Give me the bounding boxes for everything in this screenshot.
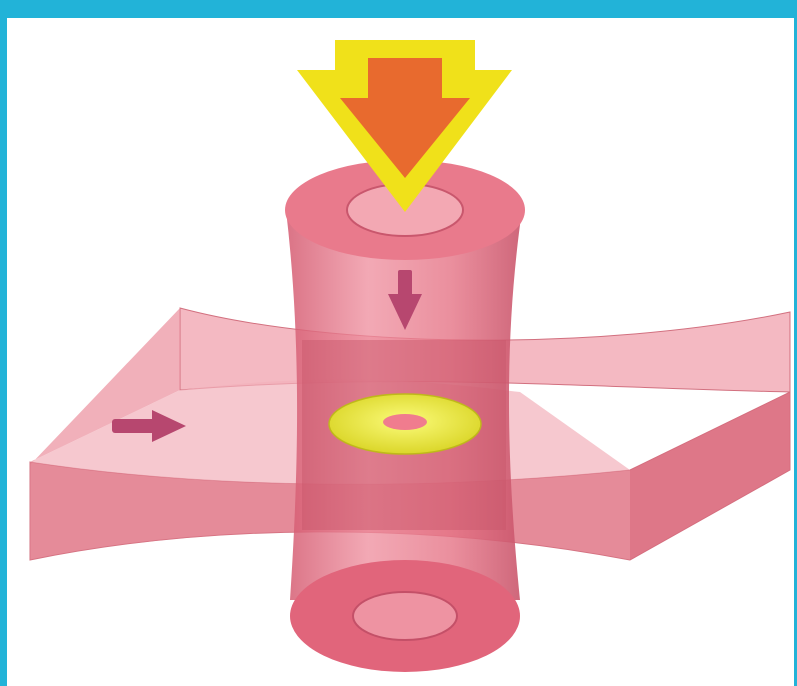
slab-right-face <box>630 392 790 560</box>
torus-ring-icon <box>329 394 481 454</box>
tube-bottom-hole <box>353 592 457 640</box>
ring-hole <box>383 414 427 430</box>
